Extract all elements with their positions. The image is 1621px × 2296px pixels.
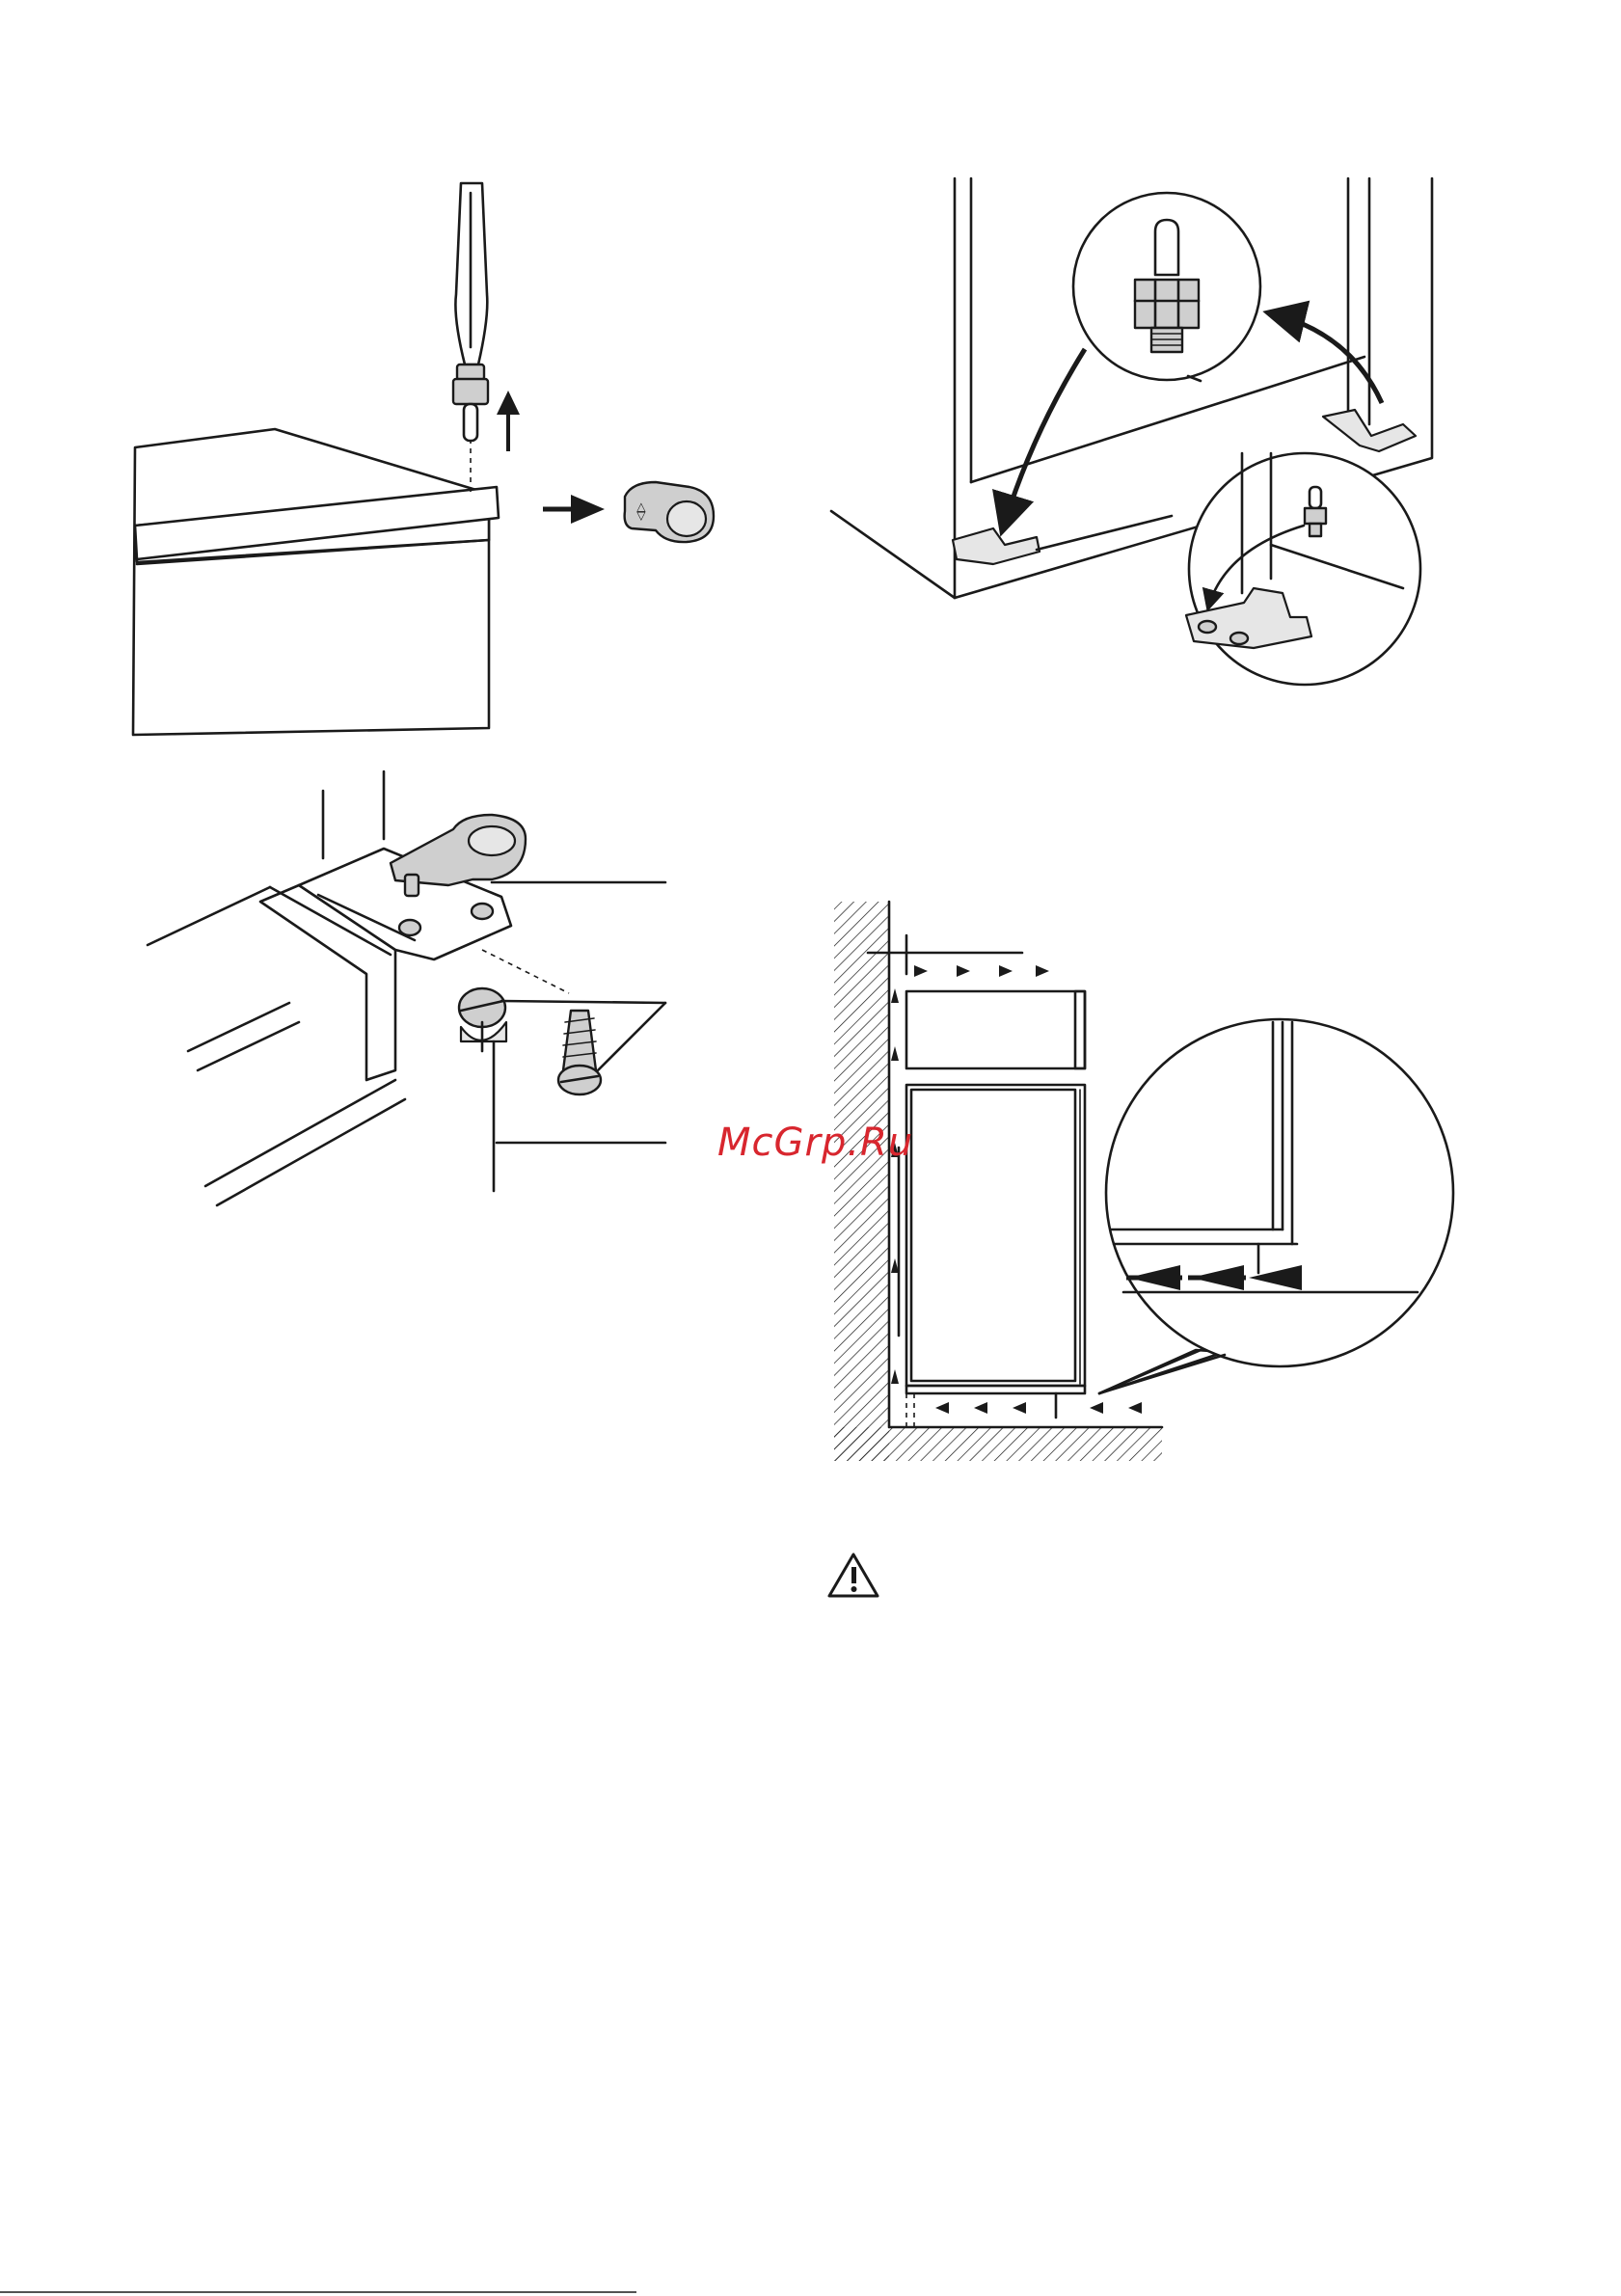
pin-detail-magnifier — [1073, 193, 1260, 380]
svg-text:◁▷: ◁▷ — [634, 502, 647, 522]
arrow-up-icon — [497, 391, 520, 451]
hinge-cap-icon: ◁▷ — [625, 482, 714, 542]
arrow-right-icon — [543, 495, 605, 524]
figure-ventilation-airflow — [834, 902, 1453, 1461]
screwdriver-icon — [453, 183, 488, 441]
figure-hinge-assembly — [148, 771, 665, 1205]
figure-mount-foot-brackets — [831, 178, 1432, 685]
ventilation-detail-magnifier — [1099, 1019, 1453, 1393]
watermark-text: McGrp.Ru — [717, 1121, 913, 1165]
warning-triangle-icon — [829, 1554, 878, 1596]
figure-remove-door-pin: ◁▷ — [133, 183, 714, 735]
screw-icon — [558, 1011, 601, 1094]
bracket-detail-magnifier — [1186, 453, 1420, 685]
